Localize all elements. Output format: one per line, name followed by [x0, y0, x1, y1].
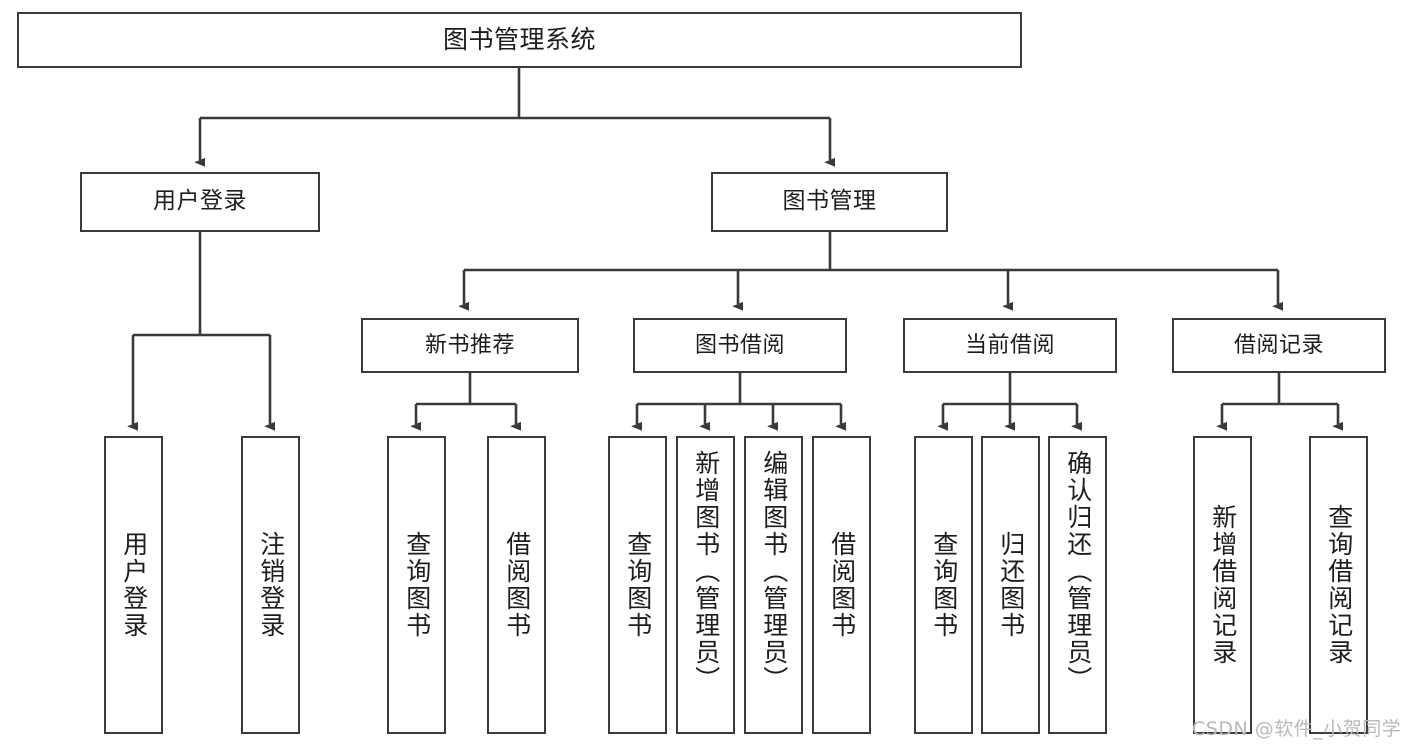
node-label: 查询图书 — [929, 531, 959, 639]
leaf-current-query-book[interactable]: 查询图书 — [914, 436, 973, 734]
leaf-record-query-record[interactable]: 查询借阅记录 — [1309, 436, 1368, 734]
node-label: 查询借阅记录 — [1324, 504, 1354, 666]
csdn-watermark: CSDN @软件_小贺同学 — [1192, 718, 1402, 740]
node-label: 查询图书 — [402, 531, 432, 639]
node-label: 图书借阅 — [694, 332, 785, 358]
node-label: 注销登录 — [256, 531, 286, 639]
node-label: 用户登录 — [119, 531, 149, 639]
leaf-recommend-borrow-book[interactable]: 借阅图书 — [487, 436, 546, 734]
node-label: 归还图书 — [996, 531, 1026, 639]
node-label: 确认归还（管理员） — [1063, 450, 1093, 693]
node-label: 借阅图书 — [502, 531, 532, 639]
leaf-borrow-borrow-book[interactable]: 借阅图书 — [812, 436, 871, 734]
leaf-current-confirm-return-admin[interactable]: 确认归还（管理员） — [1048, 436, 1107, 734]
node-label: 查询图书 — [623, 531, 653, 639]
node-label: 用户登录 — [153, 188, 247, 215]
node-label: 当前借阅 — [964, 332, 1055, 358]
node-book-management[interactable]: 图书管理 — [711, 172, 948, 232]
node-label: 借阅图书 — [827, 531, 857, 639]
node-label: 编辑图书（管理员） — [759, 450, 789, 693]
node-label: 图书管理系统 — [442, 25, 596, 55]
node-label: 新书推荐 — [424, 332, 515, 358]
node-label: 新增图书（管理员） — [691, 450, 721, 693]
leaf-record-add-record[interactable]: 新增借阅记录 — [1193, 436, 1252, 734]
node-new-book-recommendation[interactable]: 新书推荐 — [361, 318, 579, 373]
leaf-user-login-login[interactable]: 用户登录 — [104, 436, 163, 734]
leaf-borrow-query-book[interactable]: 查询图书 — [608, 436, 667, 734]
leaf-borrow-edit-book-admin[interactable]: 编辑图书（管理员） — [744, 436, 803, 734]
leaf-borrow-add-book-admin[interactable]: 新增图书（管理员） — [676, 436, 735, 734]
node-borrowing-record[interactable]: 借阅记录 — [1172, 318, 1386, 373]
node-root-book-management-system[interactable]: 图书管理系统 — [17, 12, 1022, 68]
leaf-recommend-query-book[interactable]: 查询图书 — [387, 436, 446, 734]
node-book-borrowing[interactable]: 图书借阅 — [633, 318, 847, 373]
node-label: 图书管理 — [782, 188, 877, 215]
node-user-login[interactable]: 用户登录 — [80, 172, 320, 232]
leaf-user-login-logout[interactable]: 注销登录 — [241, 436, 300, 734]
leaf-current-return-book[interactable]: 归还图书 — [981, 436, 1040, 734]
node-current-borrowing[interactable]: 当前借阅 — [903, 318, 1117, 373]
node-label: 新增借阅记录 — [1208, 504, 1238, 666]
node-label: 借阅记录 — [1233, 332, 1324, 358]
